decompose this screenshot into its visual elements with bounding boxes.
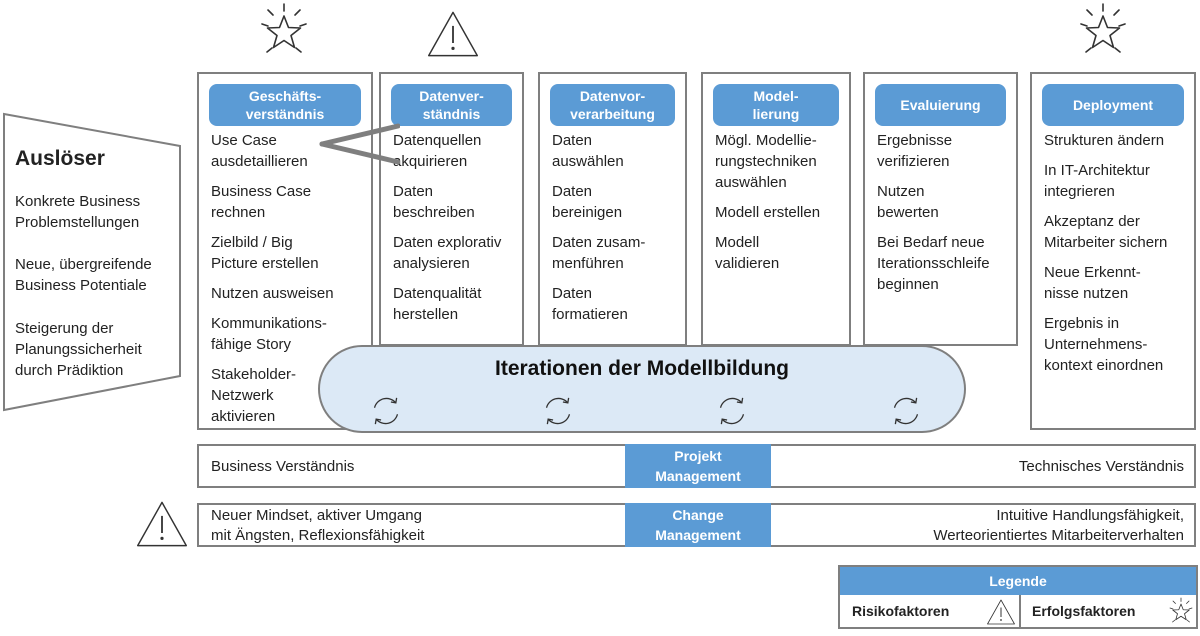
phase-item: Akzeptanz der Mitarbeiter sichern [1044, 213, 1168, 251]
phase-title: Datenvor- verarbeitung [550, 84, 675, 126]
legend-title: Legende [840, 567, 1196, 595]
change-right-text: Intuitive Handlungsfähigkeit, Werteorien… [933, 507, 1184, 544]
phase-item: Stakeholder- Netzwerk aktivieren [211, 366, 297, 425]
legend: Legende Risikofaktoren Erfolgsfaktoren [838, 565, 1198, 629]
warning-icon [986, 598, 1016, 626]
phase-deployment: Deployment Strukturen ändern In IT-Archi… [1030, 72, 1196, 430]
phase-title: Geschäfts- verständnis [209, 84, 361, 126]
star-icon [1073, 2, 1133, 62]
cycle-arrows-icon [714, 393, 750, 429]
trigger-item: Neue, übergreifende Business Potentiale [15, 256, 152, 294]
phase-item: Daten formatieren [552, 285, 628, 323]
legend-divider [1019, 595, 1021, 629]
trigger-title: Auslöser [15, 147, 105, 170]
phase-item: Bei Bedarf neue Iterationsschleife begin… [877, 234, 990, 293]
phase-title: Deployment [1042, 84, 1184, 126]
phase-modeling: Model- lierung Mögl. Modellie- rungstech… [701, 72, 851, 346]
change-left-text: Neuer Mindset, aktiver Umgang mit Ängste… [211, 507, 425, 544]
cycle-arrows-icon [888, 393, 924, 429]
phase-title: Evaluierung [875, 84, 1006, 126]
phase-item: Mögl. Modellie- rungstechniken auswählen [715, 132, 817, 191]
phase-item: Nutzen ausweisen [211, 285, 334, 302]
trigger-item: Steigerung der Planungssicherheit durch … [15, 320, 142, 379]
phase-item: Daten beschreiben [393, 183, 475, 221]
legend-risk-label: Risikofaktoren [852, 603, 950, 619]
change-management-label: Change Management [625, 503, 771, 547]
phase-item: Neue Erkennt- nisse nutzen [1044, 264, 1141, 302]
phase-data-understanding: Datenver- ständnis Datenquellen akquirie… [379, 72, 524, 346]
project-left-text: Business Verständnis [211, 458, 355, 475]
phase-item: Business Case rechnen [211, 183, 312, 221]
star-icon [254, 2, 314, 62]
phase-item: In IT-Architektur integrieren [1044, 162, 1150, 200]
project-right-text: Technisches Verständnis [1018, 458, 1184, 475]
feedback-arrow [319, 123, 400, 165]
cycle-arrows-icon [540, 393, 576, 429]
phase-item: Daten bereinigen [552, 183, 623, 221]
phase-item: Daten zusam- menführen [552, 234, 646, 272]
phase-item: Modell erstellen [715, 204, 821, 221]
phase-item: Zielbild / Big Picture erstellen [211, 234, 319, 272]
phase-title: Datenver- ständnis [391, 84, 512, 126]
phase-title: Model- lierung [713, 84, 839, 126]
legend-success-label: Erfolgsfaktoren [1032, 603, 1136, 619]
phase-item: Use Case ausdetaillieren [211, 132, 308, 170]
phase-item: Modell validieren [715, 234, 780, 272]
phase-item: Ergebnisse verifizieren [877, 132, 953, 170]
project-management-bar: Business Verständnis Projekt Management … [197, 444, 1196, 488]
phase-item: Datenqualität herstellen [393, 285, 482, 323]
cycle-arrows-icon [368, 393, 404, 429]
phase-item: Daten auswählen [552, 132, 624, 170]
project-management-label: Projekt Management [625, 444, 771, 488]
iterations-title: Iterationen der Modellbildung [495, 357, 789, 380]
phase-item: Datenquellen akquirieren [393, 132, 482, 170]
phase-evaluation: Evaluierung Ergebnisse verifizieren Nutz… [863, 72, 1018, 346]
trigger-shape [2, 112, 181, 412]
warning-icon [135, 498, 189, 550]
phase-item: Ergebnis in Unternehmens- kontext einord… [1044, 315, 1164, 374]
warning-icon [426, 8, 480, 60]
phase-item: Daten explorativ analysieren [393, 234, 502, 272]
phase-data-preparation: Datenvor- verarbeitung Daten auswählen D… [538, 72, 687, 346]
trigger-item: Konkrete Business Problemstellungen [15, 193, 141, 231]
change-management-bar: Neuer Mindset, aktiver Umgang mit Ängste… [197, 503, 1196, 547]
phase-item: Strukturen ändern [1044, 132, 1165, 149]
phase-item: Kommunikations- fähige Story [211, 315, 327, 353]
phase-item: Nutzen bewerten [877, 183, 939, 221]
star-icon [1166, 597, 1196, 627]
iterations-capsule: Iterationen der Modellbildung [318, 345, 966, 433]
